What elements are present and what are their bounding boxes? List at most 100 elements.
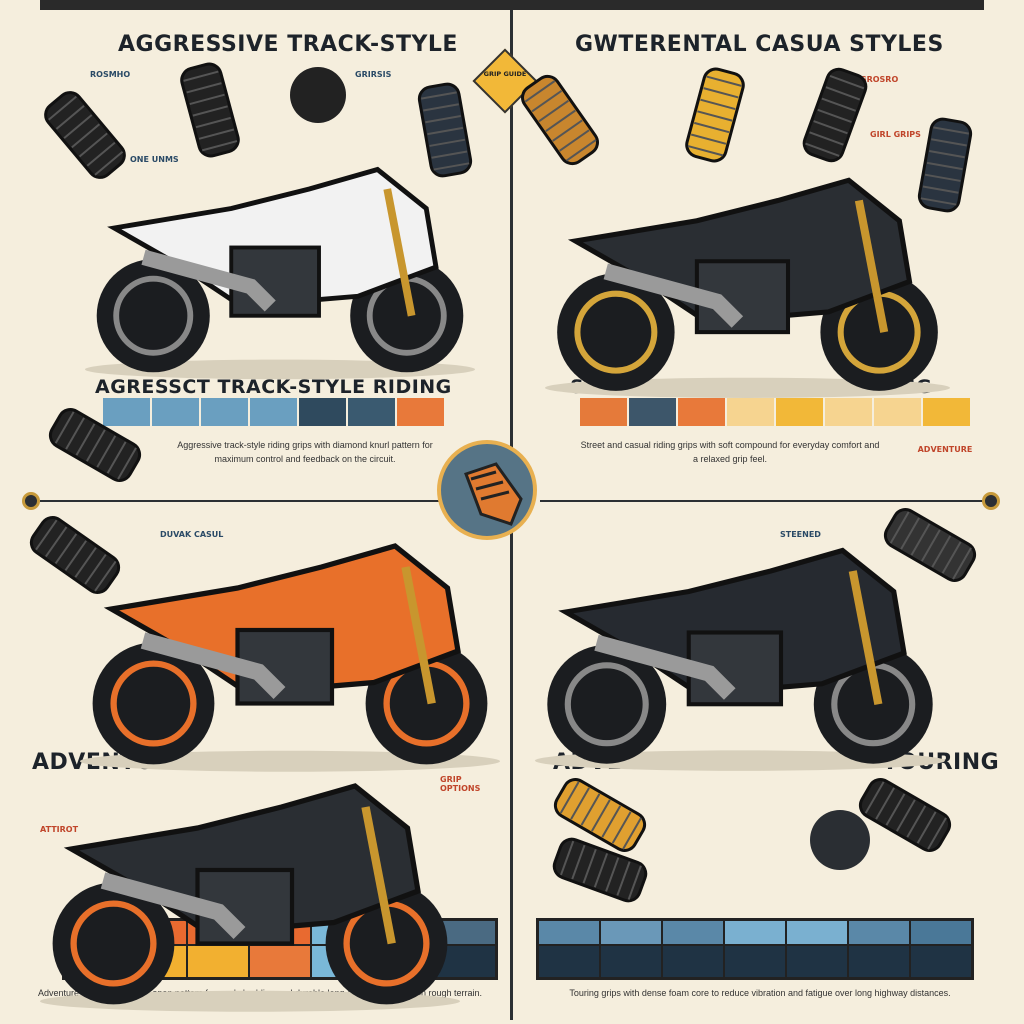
- table-cell: [539, 946, 599, 977]
- fork: [848, 570, 883, 706]
- table-cell: [435, 921, 495, 945]
- callout-label: GRIRSIS: [355, 70, 392, 79]
- grip-texture: [560, 840, 575, 876]
- handlebar-grip-icon: [685, 67, 745, 163]
- grip-texture: [941, 541, 962, 574]
- front-wheel: [820, 273, 938, 391]
- grip-texture: [927, 817, 947, 850]
- glove-icon: [290, 67, 346, 123]
- grip-texture: [186, 82, 222, 94]
- grip-texture: [900, 517, 920, 550]
- exhaust: [603, 263, 744, 328]
- grip-texture: [64, 540, 87, 571]
- grip-texture: [591, 799, 611, 832]
- handlebar-grip-icon: [553, 778, 647, 852]
- grip-texture: [198, 128, 235, 140]
- exhaust: [594, 634, 736, 700]
- grip-texture: [817, 108, 852, 124]
- color-swatch: [678, 398, 725, 426]
- color-swatch: [152, 398, 199, 426]
- grip-texture: [431, 150, 468, 159]
- handlebar-grip-icon: [802, 67, 868, 163]
- glove-icon: [464, 462, 523, 526]
- grip-texture: [35, 519, 58, 551]
- table-cell: [126, 946, 187, 977]
- grip-texture: [531, 90, 563, 113]
- grip-texture: [889, 511, 910, 544]
- grip-texture: [78, 132, 108, 158]
- quadrant-title: ADVENTURE OFFRIOAD —: [32, 750, 358, 775]
- grip-texture: [423, 103, 459, 112]
- warning-sign-icon: [472, 48, 538, 114]
- spec-table: [536, 918, 974, 980]
- grip-texture: [54, 533, 78, 565]
- grip-texture: [96, 435, 117, 468]
- quadrant-title: GWTERENTAL CASUA STYLES: [575, 32, 944, 57]
- callout-label: ROSMHO: [90, 70, 131, 79]
- grip-texture: [570, 787, 590, 820]
- grip-body: [552, 837, 648, 903]
- callout-label: ATTIROT: [40, 825, 79, 834]
- engine: [229, 245, 321, 318]
- callout-label: GRIP OPTIONS: [440, 775, 481, 793]
- grip-body: [883, 508, 977, 582]
- table-cell: [725, 946, 785, 977]
- table-cell: [911, 946, 971, 977]
- grip-texture: [921, 529, 941, 562]
- front-rim: [831, 662, 916, 747]
- grip-texture: [54, 411, 75, 444]
- table-cell: [126, 921, 187, 945]
- table-cell: [849, 946, 909, 977]
- color-swatch: [299, 398, 346, 426]
- grip-body: [917, 117, 973, 213]
- color-swatch: [348, 398, 395, 426]
- horizontal-divider-right: [540, 500, 990, 502]
- callout-label: ADVENTURE: [917, 445, 973, 454]
- grip-texture: [933, 126, 969, 135]
- quadrant-title: ADVENURE YOURIRING — TOURING: [553, 750, 1000, 775]
- table-cell: [849, 921, 909, 945]
- table-cell: [911, 921, 971, 945]
- horizontal-divider-left: [40, 500, 440, 502]
- front-wheel: [813, 644, 933, 764]
- motorcycle: [85, 166, 475, 380]
- color-swatch: [727, 398, 774, 426]
- grip-texture: [94, 151, 124, 176]
- grip-texture: [622, 817, 642, 850]
- grip-texture: [427, 126, 464, 136]
- fork: [383, 188, 416, 317]
- front-wheel: [365, 642, 488, 765]
- callout-label: GIRL GRIPS: [870, 130, 921, 139]
- table-cell: [250, 946, 310, 977]
- color-swatch-row: [580, 398, 970, 426]
- grip-texture: [86, 141, 116, 167]
- callout-label: DUVAK CASUL: [160, 530, 224, 539]
- handlebar-grip-icon: [883, 508, 977, 582]
- front-wheel: [350, 259, 464, 373]
- grip-texture: [571, 844, 586, 880]
- grip-texture: [700, 98, 736, 110]
- grip-texture: [875, 787, 895, 820]
- grip-body: [553, 778, 647, 852]
- glove-icon: [810, 810, 870, 870]
- grip-body: [858, 778, 952, 852]
- grip-body: [180, 62, 240, 158]
- table-cell: [725, 921, 785, 945]
- grip-texture: [429, 138, 466, 147]
- grip-texture: [65, 417, 85, 450]
- handlebar-grip-icon: [858, 778, 952, 852]
- rear-rim: [113, 275, 194, 356]
- rear-rim: [564, 662, 649, 747]
- table-cell: [311, 921, 372, 945]
- grip-texture: [809, 131, 844, 146]
- grip-texture: [926, 161, 963, 171]
- front-rim: [837, 290, 921, 374]
- grip-texture: [559, 781, 580, 814]
- grip-texture: [829, 75, 865, 90]
- grip-texture: [106, 441, 127, 474]
- rear-wheel: [96, 259, 210, 373]
- table-cell: [188, 946, 249, 977]
- color-swatch: [201, 398, 248, 426]
- description-text: Adventure offroad grips with open patter…: [37, 988, 483, 998]
- top-banner: [40, 0, 984, 10]
